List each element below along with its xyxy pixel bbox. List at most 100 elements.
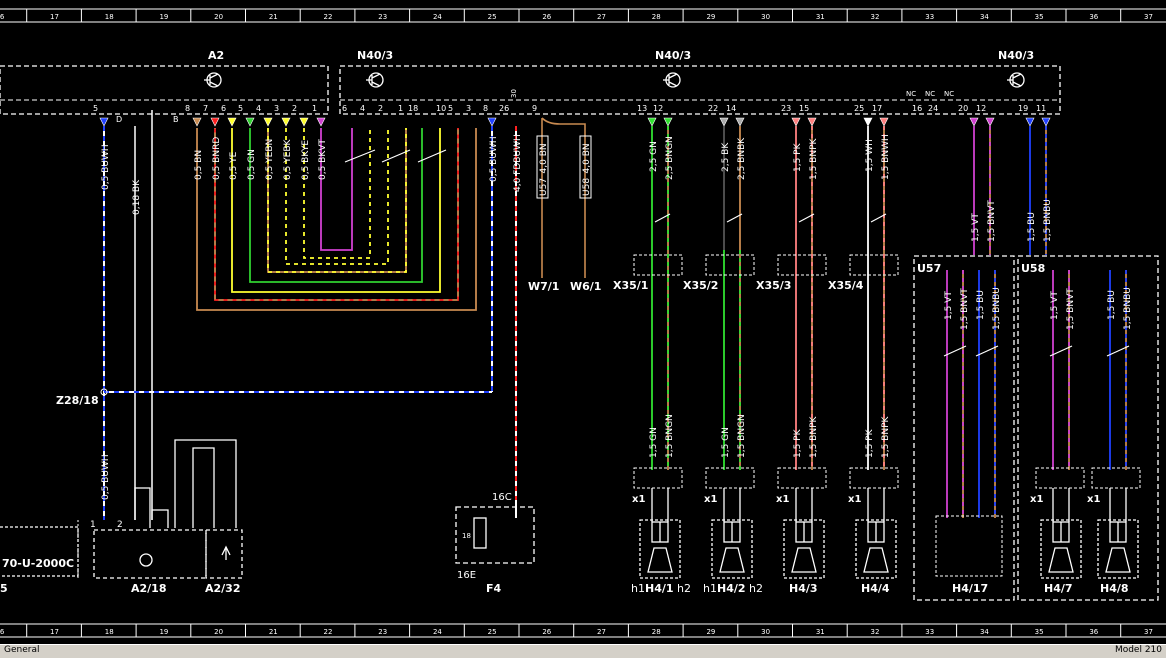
wire-label: 1,5 GN <box>649 427 659 458</box>
speaker-icon <box>711 519 753 579</box>
wire-label: 0,5 BKVT <box>318 139 328 180</box>
ruler-label: 22 <box>324 628 333 636</box>
h4-3-label: H4/3 <box>789 582 818 595</box>
n40-pin: 23 <box>781 104 791 113</box>
wire-label: 1,5 BNBU <box>1043 199 1053 242</box>
ruler-label: 17 <box>50 13 59 21</box>
n40-mid-label: N40/3 <box>655 49 691 62</box>
ruler-label: 18 <box>105 628 114 636</box>
connector-arrow-icon <box>647 117 657 127</box>
ruler-label: 17 <box>50 628 59 636</box>
n40-pin: 15 <box>799 104 809 113</box>
wire-label: 1,5 BNVT <box>1066 288 1076 330</box>
connector-arrow-icon <box>99 117 109 127</box>
h4-4-label: H4/4 <box>861 582 890 595</box>
left-edge-label: 5 <box>0 582 8 595</box>
speaker-icon <box>1040 519 1082 579</box>
n40-pin: 11 <box>1036 104 1046 113</box>
wire-label: 0,5 YEBN <box>265 139 275 180</box>
f4-16c-label: 16C <box>492 492 512 503</box>
wire-label: 1,5 BNWH <box>881 134 891 180</box>
a2-module <box>0 65 329 115</box>
ruler-label: 19 <box>159 628 168 636</box>
n40-pin: 5 <box>448 104 453 113</box>
connector-arrow-icon <box>316 117 326 127</box>
wire-label: 1,5 PK <box>793 428 803 458</box>
connector-arrow-icon <box>1025 117 1035 127</box>
wire-label: 1,5 BNVT <box>960 288 970 330</box>
a2-pin: 5 <box>93 104 98 113</box>
n40-pin: 1 <box>398 104 403 113</box>
wire-label: 2,5 BNGN <box>665 136 675 180</box>
connector-arrow-icon <box>227 117 237 127</box>
a2-label: A2 <box>208 49 224 62</box>
a2-pin: B <box>173 115 179 124</box>
left-box-label: 70-U-2000C <box>2 557 74 570</box>
x35-2-label: X35/2 <box>683 279 718 292</box>
ruler-label: 36 <box>1089 628 1098 636</box>
ruler-label: 24 <box>433 628 442 636</box>
connector-arrow-icon <box>879 117 889 127</box>
nc-label: NC <box>944 90 954 98</box>
n40-pin: 24 <box>928 104 938 113</box>
n40-pin: 22 <box>708 104 718 113</box>
a2-pin: 4 <box>256 104 261 113</box>
a2-pin: 2 <box>292 104 297 113</box>
connector-arrow-icon <box>663 117 673 127</box>
ruler-label: 27 <box>597 13 606 21</box>
ruler-label: 31 <box>816 13 825 21</box>
n40-pin: 20 <box>958 104 968 113</box>
top-ruler <box>0 8 1166 23</box>
connector-arrow-icon <box>192 117 202 127</box>
wire-label: 0,5 GN <box>247 149 257 180</box>
n40-pin: 9 <box>532 104 537 113</box>
ruler-label: 36 <box>1089 13 1098 21</box>
wire-label: 0,5 BN <box>194 150 204 180</box>
h2-label: h2 <box>749 582 763 595</box>
n40-pin: 14 <box>726 104 736 113</box>
connector-arrow-icon <box>791 117 801 127</box>
h4-1-label: H4/1 <box>645 582 674 595</box>
wire-label: 1,5 PK <box>865 428 875 458</box>
n40-pin: 6 <box>342 104 347 113</box>
ruler-label: 34 <box>980 628 989 636</box>
ruler-label: 21 <box>269 13 278 21</box>
n40-pin: 16 <box>912 104 922 113</box>
x1-label: x1 <box>632 494 645 505</box>
ruler-label: 32 <box>871 628 880 636</box>
n40-pin: 17 <box>872 104 882 113</box>
ruler-label: 16 <box>0 628 5 636</box>
connector-arrow-icon <box>735 117 745 127</box>
bottom-ruler <box>0 623 1166 638</box>
x1-label: x1 <box>1030 494 1043 505</box>
wire-label: 1,5 VT <box>1050 291 1060 320</box>
n40-pin: 8 <box>483 104 488 113</box>
wire-label: 1,5 BNBU <box>1123 287 1133 330</box>
n40-module <box>339 65 1061 115</box>
a2-transistor-icon <box>204 72 222 88</box>
a2-pin: 3 <box>274 104 279 113</box>
wire-label: 0,5 YEBK <box>283 138 293 180</box>
wire-label: 1,5 BNPK <box>809 137 819 180</box>
x35-4-label: X35/4 <box>828 279 864 292</box>
x1-label: x1 <box>704 494 717 505</box>
x35-1-label: X35/1 <box>613 279 648 292</box>
connector-arrow-icon <box>210 117 220 127</box>
w7-label: W7/1 <box>528 280 559 293</box>
wire-label: 1,5 WH <box>865 139 875 172</box>
ruler-label: 26 <box>542 628 551 636</box>
pin: 1 <box>90 520 96 530</box>
h4-17-label: H4/17 <box>952 582 988 595</box>
wire-label: 1,5 VT <box>944 291 954 320</box>
a2-wire-loops <box>196 128 477 311</box>
ruler-label: 37 <box>1144 628 1153 636</box>
n40-pin: 12 <box>653 104 663 113</box>
n40-pin: 18 <box>408 104 418 113</box>
speaker-icon <box>1097 519 1139 579</box>
f4-16e-label: 16E <box>457 570 476 581</box>
h4-7-label: H4/7 <box>1044 582 1073 595</box>
n40-pin: 12 <box>976 104 986 113</box>
wire-label: U58_4,0 BN <box>582 143 592 196</box>
wire-label: 1,5 GN <box>721 427 731 458</box>
ruler-label: 23 <box>378 13 387 21</box>
